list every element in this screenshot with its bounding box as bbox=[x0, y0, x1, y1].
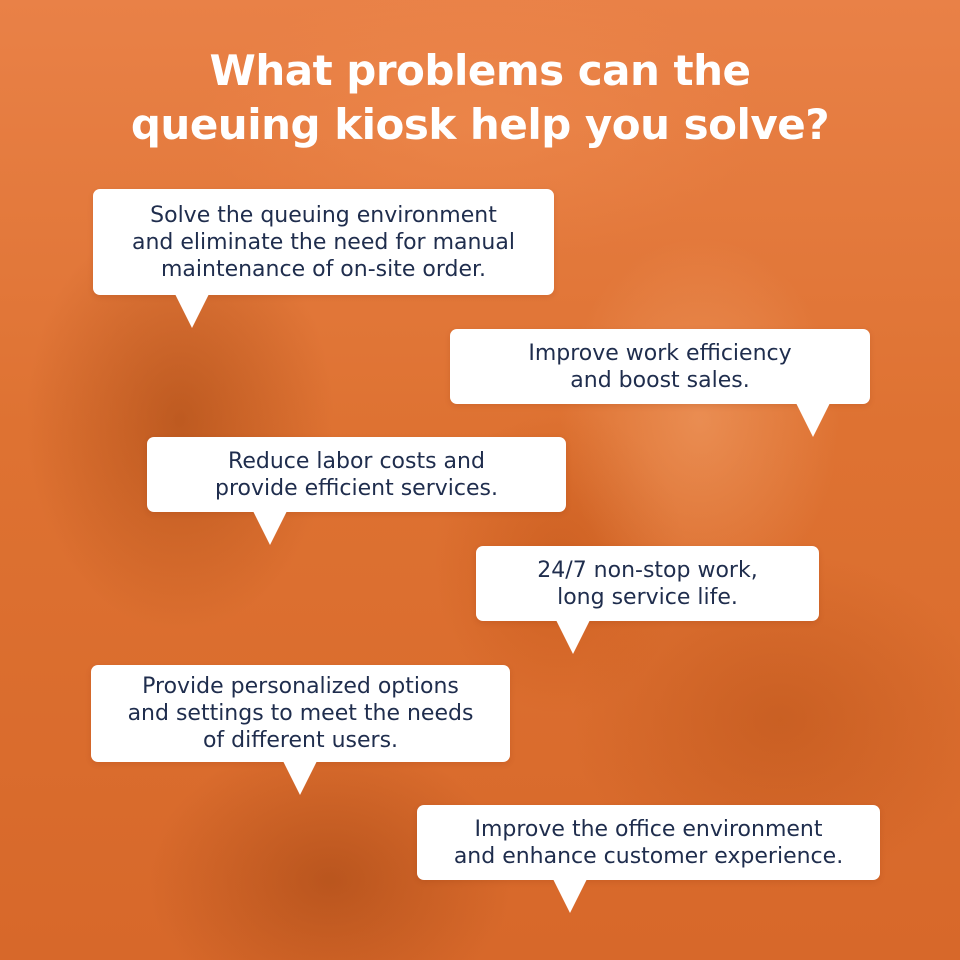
bubble-text-line: maintenance of on-site order. bbox=[160, 256, 487, 282]
speech-bubble-tail bbox=[796, 403, 830, 437]
bubble-text-line: and settings to meet the needs bbox=[127, 701, 474, 726]
bubble-text-line: and enhance customer experience. bbox=[453, 843, 844, 869]
speech-bubble-tail bbox=[553, 879, 587, 913]
speech-bubble-solve-queuing: Solve the queuing environment and elimin… bbox=[93, 189, 554, 295]
bubble-text-line: and eliminate the need for manual bbox=[132, 229, 515, 255]
bubble-text-line: provide efficient services. bbox=[215, 475, 498, 501]
speech-bubble-tail bbox=[283, 761, 317, 795]
page-title: What problems can the queuing kiosk help… bbox=[0, 44, 960, 152]
speech-bubble-tail bbox=[253, 511, 287, 545]
speech-bubble-personalized-options: Provide personalized options and setting… bbox=[91, 665, 510, 762]
bubble-text-line: and boost sales. bbox=[570, 367, 750, 393]
bubble-text-line: Improve the office environment bbox=[474, 816, 823, 842]
speech-bubble-labor-costs: Reduce labor costs and provide efficient… bbox=[147, 437, 566, 512]
speech-bubble-tail bbox=[175, 294, 209, 328]
bubble-text-line: 24/7 non-stop work, bbox=[537, 557, 758, 583]
speech-bubble-tail bbox=[556, 620, 590, 654]
bubble-text-line: Reduce labor costs and bbox=[228, 448, 485, 474]
bubble-text-line: Solve the queuing environment bbox=[150, 202, 497, 228]
bubble-text-line: long service life. bbox=[557, 584, 738, 610]
speech-bubble-work-efficiency: Improve work efficiency and boost sales. bbox=[450, 329, 870, 404]
bubble-text-line: Provide personalized options bbox=[142, 674, 459, 699]
bubble-text-line: of different users. bbox=[202, 728, 399, 753]
bubble-text-line: Improve work efficiency bbox=[528, 340, 792, 366]
speech-bubble-nonstop-work: 24/7 non-stop work, long service life. bbox=[476, 546, 819, 621]
title-line-2: queuing kiosk help you solve? bbox=[130, 100, 830, 149]
title-line-1: What problems can the bbox=[209, 46, 751, 95]
speech-bubble-office-environment: Improve the office environment and enhan… bbox=[417, 805, 880, 880]
